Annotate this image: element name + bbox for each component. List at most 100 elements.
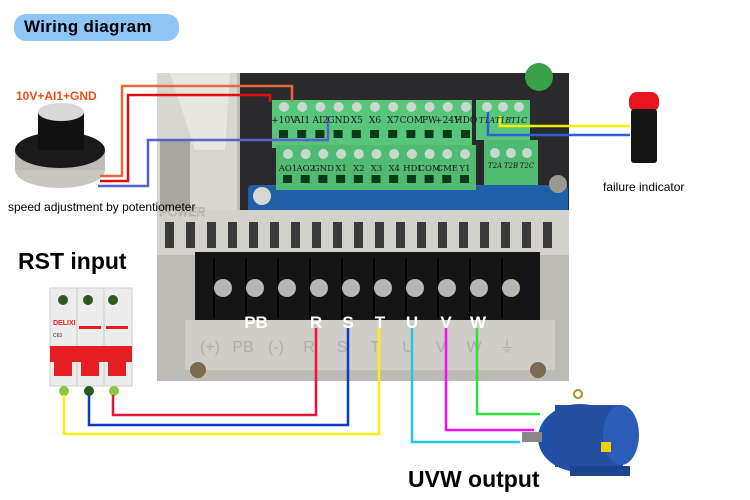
power-terminal-screw — [438, 279, 456, 297]
control-terminal-label: X2 — [353, 164, 364, 174]
circuit-breaker-icon: DELIXI C63 — [49, 287, 133, 396]
vent-slot — [522, 222, 531, 248]
power-terminal-label-w: W — [470, 313, 487, 332]
control-terminal-screw — [406, 149, 417, 159]
relay-terminal-label: T1A — [479, 116, 495, 125]
cover-power-text: POWER — [160, 205, 206, 219]
power-terminal-screw — [374, 279, 392, 297]
wire-10v — [100, 84, 294, 178]
embossed-terminal-label: PB — [232, 339, 253, 356]
relay-terminal-label: T2B — [504, 162, 518, 170]
vent-slot — [207, 222, 216, 248]
control-terminal-label: AO2 — [295, 164, 315, 174]
embossed-terminal-label: (+) — [200, 339, 220, 356]
control-terminal-screw — [461, 102, 471, 112]
embossed-terminal-label: (-) — [268, 339, 284, 356]
control-terminal-label: X1 — [335, 164, 346, 174]
control-terminal-screw — [283, 149, 293, 159]
power-terminal-label-pb: PB — [244, 313, 268, 332]
vent-slot — [438, 222, 447, 248]
wire-T — [62, 328, 381, 436]
control-terminal-label: X4 — [388, 164, 399, 174]
power-terminal-label-u: U — [406, 313, 418, 332]
vent-slot — [270, 222, 279, 248]
relay-terminal-screw — [482, 102, 492, 112]
control-terminal-label: AI2 — [312, 116, 329, 126]
control-terminal-label: X6 — [369, 116, 381, 126]
control-terminal-label: X7 — [387, 116, 399, 126]
embossed-terminal-label: U — [402, 339, 414, 356]
vent-slot — [375, 222, 384, 248]
control-terminal-screw — [389, 149, 400, 159]
control-terminal-screw — [406, 102, 417, 112]
relay-terminal-screw — [498, 102, 508, 112]
embossed-terminal-label: R — [303, 339, 315, 356]
pe-screw — [549, 175, 567, 193]
power-terminal-screw — [470, 279, 488, 297]
relay-terminal-label: T1C — [511, 116, 528, 125]
control-terminal-screw — [300, 149, 311, 159]
control-terminal-label: AI1 — [293, 116, 310, 126]
wire-R — [111, 328, 318, 417]
embossed-terminal-label: V — [436, 339, 447, 356]
indicator-lamp-icon — [629, 92, 659, 163]
vent-slot — [480, 222, 489, 248]
control-terminal-label: COM — [400, 116, 423, 126]
potentiometer-caption: speed adjustment by potentiometer — [8, 200, 196, 214]
vent-slot — [333, 222, 342, 248]
wire-t1a — [486, 112, 630, 137]
relay-terminal-screw — [514, 102, 524, 112]
power-terminal-screw — [342, 279, 360, 297]
vent-slot — [249, 222, 258, 248]
wire-ai1 — [100, 93, 272, 183]
control-terminal-label: Y1 — [458, 164, 470, 174]
control-terminal-screw — [318, 149, 329, 159]
relay-terminal-screw — [490, 148, 500, 158]
relay-terminal-label: T2A — [488, 162, 502, 170]
motor-icon — [522, 389, 639, 476]
power-terminal-screw — [310, 279, 328, 297]
page-title: Wiring diagram — [24, 17, 152, 36]
embossed-label-strip — [185, 320, 555, 370]
power-terminal-label-s: S — [342, 313, 353, 332]
power-terminal-label-t: T — [375, 313, 386, 332]
control-terminal-screw — [371, 149, 382, 159]
power-terminal-label-r: R — [310, 313, 322, 332]
control-terminal-label: +10V — [271, 116, 297, 126]
power-terminal-screw — [406, 279, 424, 297]
wires — [62, 84, 630, 444]
potentiometer-knob-icon — [15, 103, 105, 188]
control-terminal-label: AO1 — [278, 164, 298, 174]
control-terminal-label: HDO — [455, 116, 477, 126]
control-terminal-screw — [388, 102, 399, 112]
control-terminal-screw — [424, 102, 435, 112]
relay-terminal-screw — [506, 148, 516, 158]
power-terminal-screw — [502, 279, 520, 297]
wire-U — [410, 328, 520, 444]
power-terminal-screw — [278, 279, 296, 297]
control-terminal-screw — [442, 149, 453, 159]
vent-slot — [354, 222, 363, 248]
power-terminal-screw — [214, 279, 232, 297]
control-terminal-label: GND — [327, 116, 349, 126]
control-terminal-screw — [442, 102, 453, 112]
vent-slot — [312, 222, 321, 248]
embossed-terminal-label: S — [337, 339, 348, 356]
embossed-terminal-label: W — [466, 339, 482, 356]
control-terminal-screw — [279, 102, 289, 112]
relay-terminal-label: T1B — [495, 116, 511, 125]
vent-slot — [228, 222, 237, 248]
control-terminal-label: +24V — [435, 116, 461, 126]
vent-slot — [186, 222, 195, 248]
embossed-terminal-label: T — [370, 339, 380, 356]
pcb-blue-strip — [248, 185, 568, 215]
control-terminal-label: X3 — [371, 164, 382, 174]
wire-t1b — [498, 116, 630, 128]
uvw-output-label: UVW output — [408, 466, 540, 492]
control-terminal-screw — [336, 149, 347, 159]
control-terminal-screw — [333, 102, 344, 112]
control-terminal-label: CME — [437, 164, 458, 174]
vent-slot — [291, 222, 300, 248]
failure-indicator-caption: failure indicator — [603, 180, 685, 194]
